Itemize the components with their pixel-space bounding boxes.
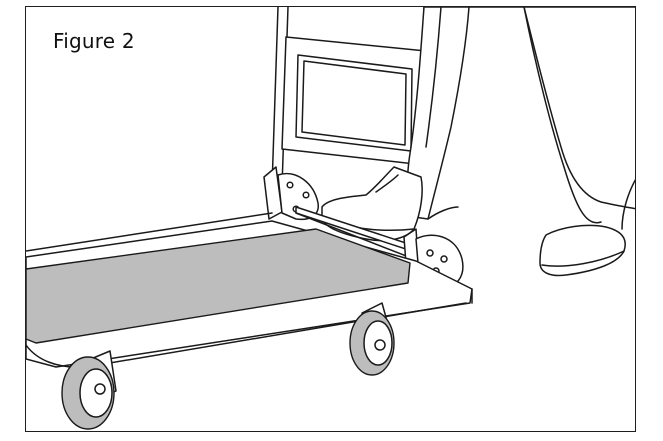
front-wheel (349, 302, 395, 376)
platform-deck (26, 212, 473, 368)
handle-frame (271, 7, 434, 188)
rear-bracket (263, 166, 425, 260)
figure-frame: Figure 2 (25, 6, 636, 432)
rear-wheel (61, 350, 117, 430)
hand-truck-illustration (26, 7, 635, 430)
figure-caption: Figure 2 (53, 29, 135, 53)
